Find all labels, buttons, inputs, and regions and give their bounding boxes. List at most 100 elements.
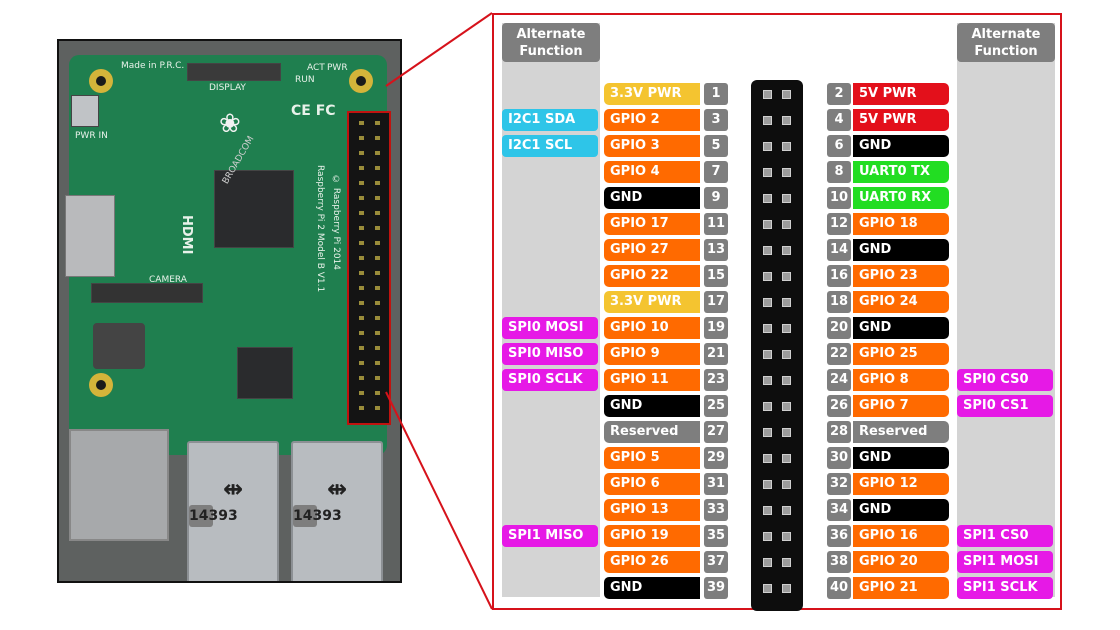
pin-label-right: GPIO 24 xyxy=(853,291,949,313)
pin-label-right: GND xyxy=(853,499,949,521)
header-pin xyxy=(782,142,791,151)
pin-number-left: 15 xyxy=(704,265,728,287)
pin-label-left: 3.3V PWR xyxy=(604,83,700,105)
silk-hdmi: HDMI xyxy=(179,215,194,255)
pin-number-left: 1 xyxy=(704,83,728,105)
hdmi-port xyxy=(65,195,115,277)
header-pin xyxy=(763,272,772,281)
pin-label-right: UART0 TX xyxy=(853,161,949,183)
photo-header-pin-pair xyxy=(357,211,385,215)
alt-function-label-left: SPI0 MISO xyxy=(502,343,598,365)
silk-camera: CAMERA xyxy=(149,275,187,285)
header-pin xyxy=(782,298,791,307)
raspberry-pi-photo: Made in P.R.C. DISPLAY RUN ACT PWR CE FC… xyxy=(57,39,402,583)
pin-label-right: GND xyxy=(853,239,949,261)
header-pin xyxy=(782,376,791,385)
pin-number-right: 34 xyxy=(827,499,851,521)
silk-pwr-in: PWR IN xyxy=(75,131,108,141)
raspberry-logo-icon: ❀ xyxy=(219,109,241,139)
silk-pwr: PWR xyxy=(327,63,348,73)
usb-port: ⇹ 14393 xyxy=(291,441,383,581)
camera-connector xyxy=(91,283,203,303)
pin-number-right: 24 xyxy=(827,369,851,391)
header-pin xyxy=(782,584,791,593)
alt-function-label-left: I2C1 SDA xyxy=(502,109,598,131)
silk-broadcom: BROADCOM xyxy=(221,134,257,186)
usb-label: 14393 xyxy=(189,505,238,527)
silk-model: Raspberry Pi 2 Model B V1.1 xyxy=(315,165,325,293)
photo-header-pin-pair xyxy=(357,331,385,335)
photo-header-pin-pair xyxy=(357,241,385,245)
pin-label-left: GPIO 6 xyxy=(604,473,700,495)
header-pin xyxy=(782,246,791,255)
pin-number-right: 2 xyxy=(827,83,851,105)
header-pin xyxy=(763,506,772,515)
pin-number-right: 10 xyxy=(827,187,851,209)
photo-header-pin-pair xyxy=(357,361,385,365)
pin-label-right: GND xyxy=(853,447,949,469)
alt-function-header-right: Alternate Function xyxy=(957,23,1055,62)
alt-function-label-right: SPI0 CS0 xyxy=(957,369,1053,391)
pin-label-right: UART0 RX xyxy=(853,187,949,209)
pin-label-left: GPIO 11 xyxy=(604,369,700,391)
header-pin xyxy=(782,272,791,281)
pin-label-right: GPIO 18 xyxy=(853,213,949,235)
pin-number-left: 17 xyxy=(704,291,728,313)
pin-label-left: GND xyxy=(604,395,700,417)
header-pin xyxy=(782,532,791,541)
pin-label-left: GPIO 19 xyxy=(604,525,700,547)
audio-jack xyxy=(93,323,145,369)
pin-label-right: GND xyxy=(853,135,949,157)
header-pin xyxy=(763,376,772,385)
silk-copyright: © Raspberry Pi 2014 xyxy=(331,175,341,271)
header-pin xyxy=(763,402,772,411)
pin-label-right: GND xyxy=(853,317,949,339)
header-pin xyxy=(763,220,772,229)
pin-number-right: 36 xyxy=(827,525,851,547)
pin-label-left: GPIO 5 xyxy=(604,447,700,469)
photo-header-pin-pair xyxy=(357,181,385,185)
mounting-hole xyxy=(349,69,373,93)
pin-number-left: 5 xyxy=(704,135,728,157)
pin-number-right: 14 xyxy=(827,239,851,261)
pin-label-left: GND xyxy=(604,187,700,209)
pin-number-right: 6 xyxy=(827,135,851,157)
pin-number-right: 40 xyxy=(827,577,851,599)
pin-number-right: 30 xyxy=(827,447,851,469)
pin-label-left: Reserved xyxy=(604,421,700,443)
photo-header-pin-pair xyxy=(357,256,385,260)
header-pin xyxy=(763,194,772,203)
ethernet-port xyxy=(69,429,169,541)
pin-number-left: 7 xyxy=(704,161,728,183)
photo-header-pin-pair xyxy=(357,196,385,200)
mounting-hole xyxy=(89,69,113,93)
pin-label-left: GPIO 3 xyxy=(604,135,700,157)
pin-label-left: GPIO 4 xyxy=(604,161,700,183)
silk-act: ACT xyxy=(307,63,325,73)
pin-number-left: 23 xyxy=(704,369,728,391)
alt-column-right xyxy=(957,23,1055,597)
pin-number-left: 9 xyxy=(704,187,728,209)
photo-header-pin-pair xyxy=(357,121,385,125)
pin-number-left: 13 xyxy=(704,239,728,261)
pin-number-right: 26 xyxy=(827,395,851,417)
alt-function-label-right: SPI1 CS0 xyxy=(957,525,1053,547)
pin-label-left: 3.3V PWR xyxy=(604,291,700,313)
pin-label-right: GPIO 7 xyxy=(853,395,949,417)
display-connector xyxy=(187,63,281,81)
header-pin xyxy=(763,454,772,463)
pin-label-left: GPIO 22 xyxy=(604,265,700,287)
header-pin xyxy=(782,324,791,333)
pin-label-right: Reserved xyxy=(853,421,949,443)
micro-usb-port xyxy=(71,95,99,127)
pin-number-right: 38 xyxy=(827,551,851,573)
alt-function-label-right: SPI1 SCLK xyxy=(957,577,1053,599)
pin-label-left: GND xyxy=(604,577,700,599)
header-pin xyxy=(763,90,772,99)
alt-function-label-left: SPI1 MISO xyxy=(502,525,598,547)
header-pin xyxy=(782,90,791,99)
pin-label-left: GPIO 17 xyxy=(604,213,700,235)
pin-number-left: 19 xyxy=(704,317,728,339)
pin-label-left: GPIO 13 xyxy=(604,499,700,521)
silk-ce-fc: CE FC xyxy=(291,103,336,119)
